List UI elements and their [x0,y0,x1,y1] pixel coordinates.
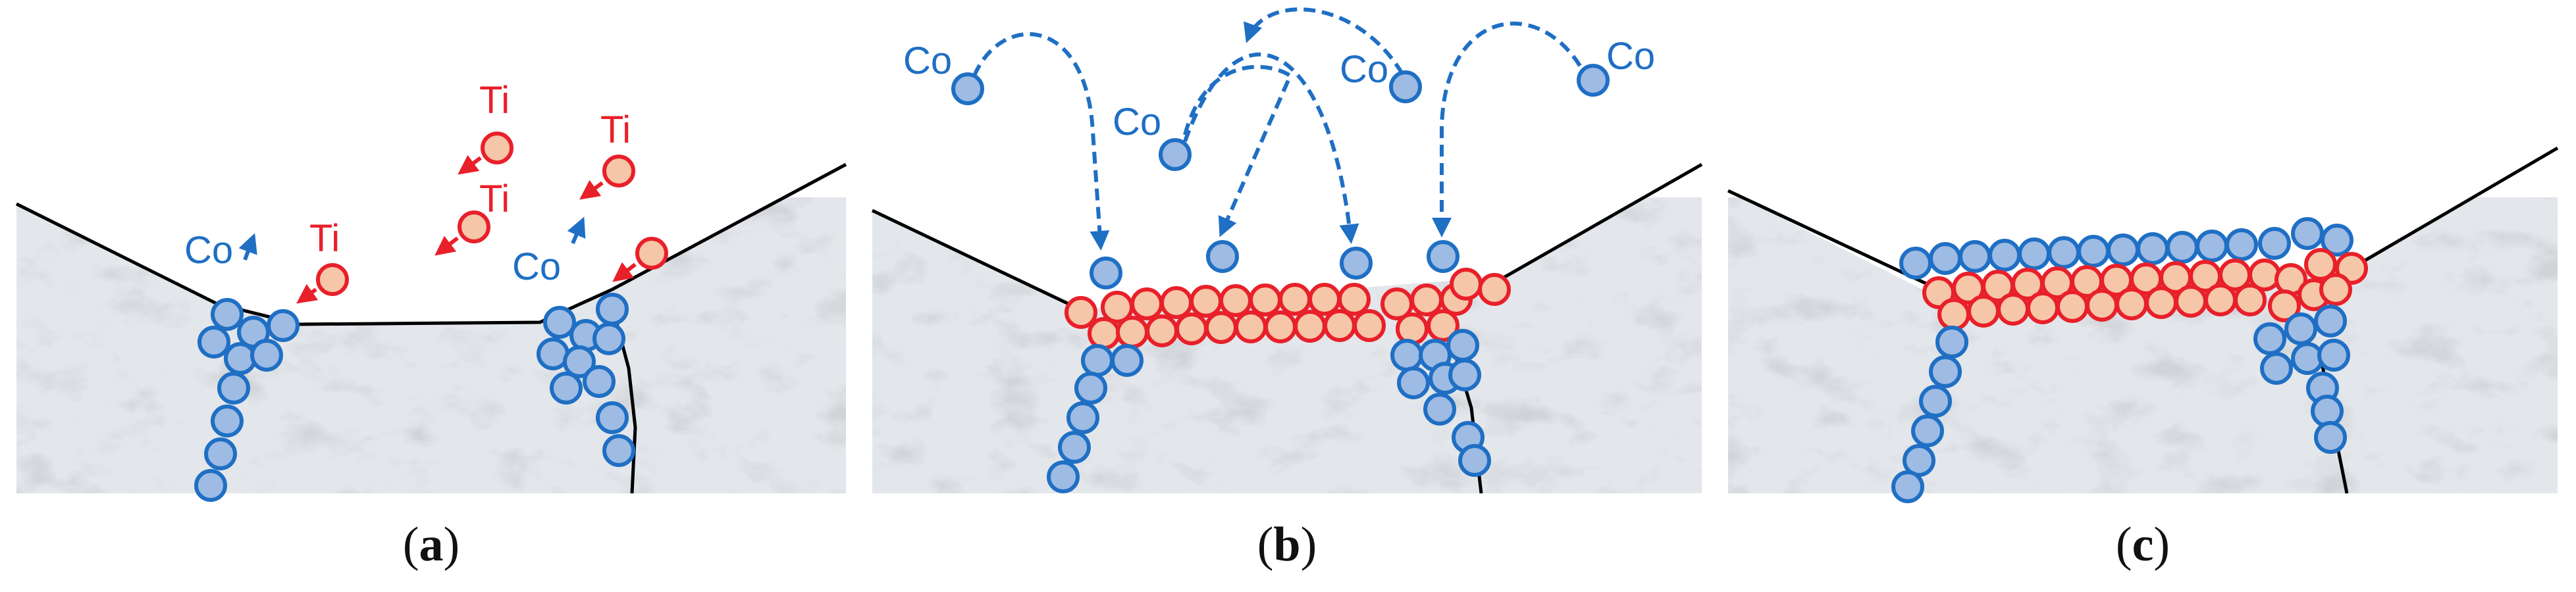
ti-label: Ti [600,109,631,151]
co-diffusion-paths [972,7,1582,251]
atom-labels: Co Co Ti Ti Ti Ti [184,79,631,288]
co-arrows [238,216,586,261]
ti-arrows [296,155,637,304]
co-atoms-arriving [1090,240,1459,289]
co-atom-chain-left [1891,326,1968,503]
ti-label: Ti [309,217,340,260]
panel-c [1727,0,2559,503]
co-top-layer [1899,217,2353,280]
co-label: Co [1340,48,1388,91]
ti-atoms-incoming [316,132,668,296]
co-label: Co [512,245,561,288]
co-label: Co [1606,35,1655,78]
grain-background [872,0,1702,493]
co-atom-chain-right [537,293,635,467]
caption-c: (c) [2115,518,2170,572]
ti-label: Ti [479,178,510,220]
ti-segregation-layer [1922,248,2368,331]
panel-a: Co Co Ti Ti Ti Ti [15,0,847,502]
co-atom-chain-left [194,298,300,502]
co-label: Co [903,39,952,82]
caption-a: (a) [402,518,460,572]
co-atom-chain-right [2253,305,2350,454]
grain-background [16,0,846,493]
atom-labels: Co Co Co Co [903,35,1655,143]
co-atom-chain-right [1390,329,1491,477]
co-atoms-source [951,64,1610,171]
caption-letter: b [1273,518,1301,572]
ti-segregation-layer [1065,268,1511,350]
co-label: Co [184,229,233,272]
caption-letter: c [2132,518,2154,572]
co-atom-chain-left [1047,344,1143,493]
caption-letter: a [419,518,444,572]
caption-b: (b) [1257,518,1317,572]
ti-label: Ti [479,79,510,122]
co-label: Co [1113,101,1161,143]
panel-b: Co Co Co Co [871,0,1703,494]
